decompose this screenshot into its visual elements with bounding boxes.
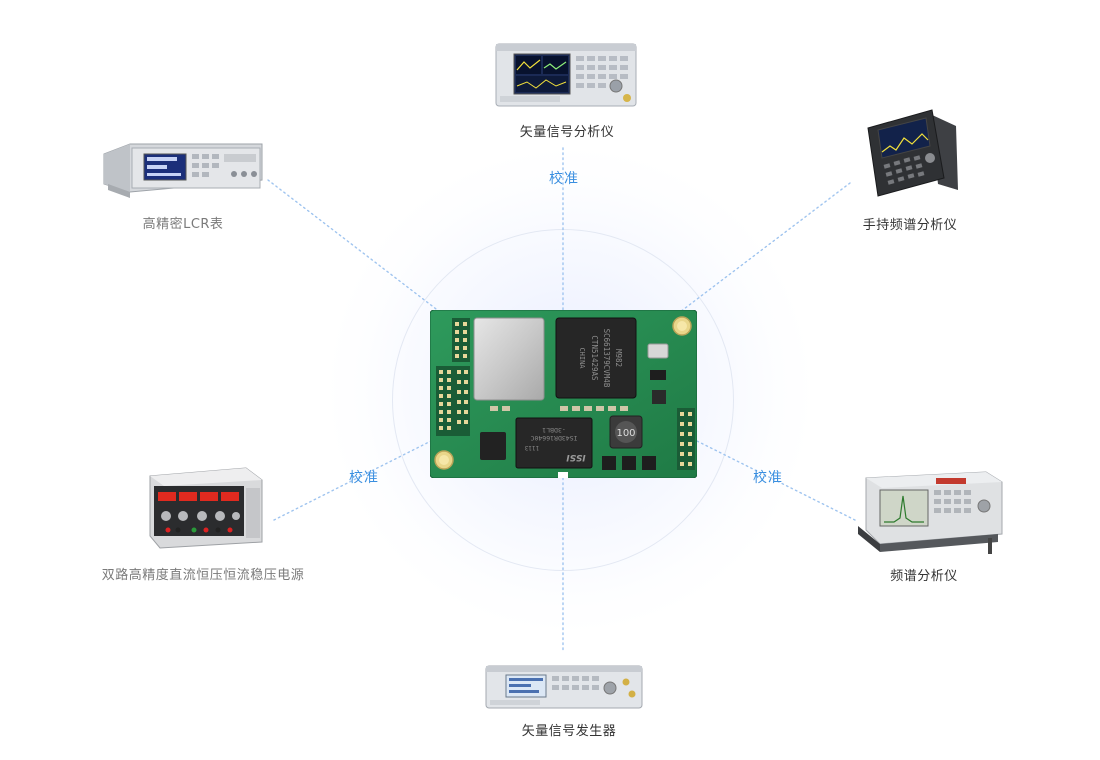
handheld-spectrum-analyzer-icon: [867, 109, 958, 197]
device-label-lcr-meter: 高精密LCR表: [142, 217, 224, 232]
device-label-vector-signal-generator: 矢量信号发生器: [521, 724, 617, 739]
device-label-spectrum-analyzer: 频谱分析仪: [890, 569, 958, 584]
calibration-label-top: 校准: [549, 171, 579, 187]
svg-text:ISSI: ISSI: [566, 452, 586, 462]
svg-text:-3DBL1: -3DBL1: [542, 426, 566, 434]
dc-power-supply-icon: [149, 467, 263, 549]
cpu-chip-text: SC661379CVM4B CTN51429AS M982 CHINA: [578, 329, 623, 388]
link-handheld-spectrum-analyzer: [679, 182, 851, 313]
svg-text:CHINA: CHINA: [578, 347, 586, 369]
lcr-meter-icon: [103, 143, 263, 198]
ram-chip-text: ISSI IS43DR16640C -3DBL1 1113: [524, 426, 585, 462]
svg-text:SC661379CVM4B: SC661379CVM4B: [602, 329, 611, 388]
svg-text:CTN51429AS: CTN51429AS: [590, 335, 599, 381]
inductor-value: 100: [616, 428, 635, 439]
svg-text:IS43DR16640C: IS43DR16640C: [530, 434, 577, 442]
svg-text:1113: 1113: [524, 444, 539, 451]
link-dc-power-supply: [273, 439, 434, 521]
device-label-vector-signal-analyzer: 矢量信号分析仪: [519, 125, 615, 140]
svg-text:M982: M982: [614, 349, 623, 367]
calibration-label-right: 校准: [753, 470, 783, 486]
embedded-core-board: SC661379CVM4B CTN51429AS M982 CHINA ISSI…: [430, 310, 697, 478]
link-spectrum-analyzer: [694, 439, 856, 521]
vector-signal-analyzer-icon: [495, 43, 637, 107]
link-lcr-meter: [267, 179, 441, 313]
vector-signal-generator-icon: [485, 665, 643, 709]
device-label-handheld-spectrum-analyzer: 手持频谱分析仪: [862, 218, 958, 233]
spectrum-analyzer-icon: [858, 471, 1003, 554]
device-label-dc-power-supply: 双路高精度直流恒压恒流稳压电源: [101, 568, 305, 583]
calibration-label-left: 校准: [349, 470, 379, 486]
